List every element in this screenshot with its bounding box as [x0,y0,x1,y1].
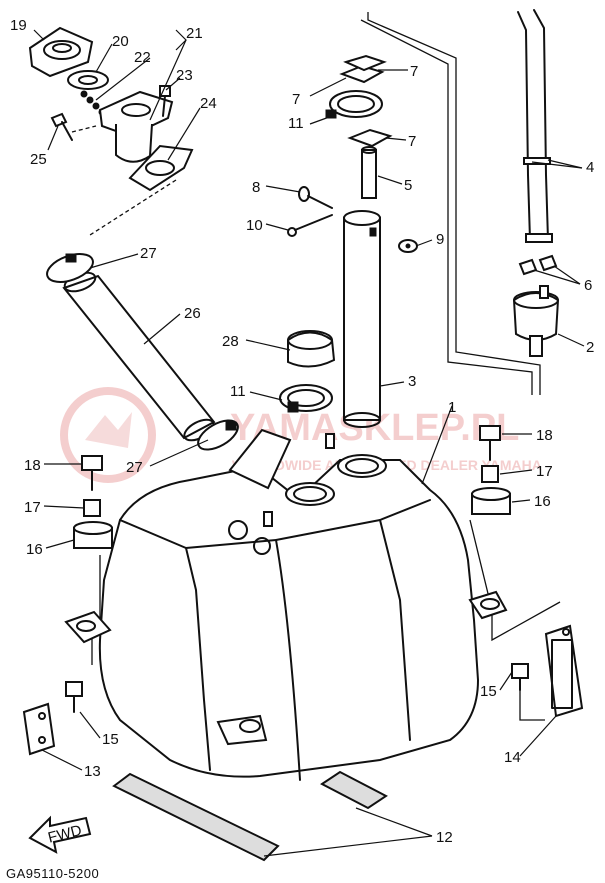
part-10-pin [287,214,333,237]
callout-7a: 7 [410,63,418,80]
callout-2: 2 [586,339,594,356]
part-16-damper-right [471,487,511,515]
part-25-screw [50,112,73,141]
part-12-pads [112,770,388,862]
callout-5: 5 [404,177,412,194]
part-11-clamp-mid [279,384,333,413]
callout-27a: 27 [140,245,157,262]
part-16-damper-left [73,521,113,549]
part-3-vent-tube [343,210,381,428]
part-14-bracket [544,624,584,718]
callout-3: 3 [408,373,416,390]
callout-15b: 15 [480,683,497,700]
part-19-fuel-cap [28,26,94,78]
callout-26: 26 [184,305,201,322]
part-6-clips [518,254,558,276]
callout-22: 22 [134,49,151,66]
callout-11b: 11 [230,383,246,400]
watermark-logo-mark [85,412,132,448]
part-27-hose-clamp-top [46,253,94,283]
callout-8: 8 [252,179,260,196]
callout-17a: 17 [536,463,553,480]
callout-15a: 15 [102,731,119,748]
part-4-fuel-lines [517,9,553,243]
part-18-bolt-left [81,455,103,491]
part-13-bracket [22,702,56,756]
callout-21: 21 [186,25,203,42]
callout-1: 1 [448,399,456,416]
callout-11a: 11 [288,115,304,132]
callout-28: 28 [222,333,239,350]
callout-14: 14 [504,749,521,766]
callout-27b: 27 [126,459,143,476]
part-9-washer [398,239,418,253]
part-15-bolt-left [65,681,83,713]
part-28-plug [287,330,336,368]
callout-19: 19 [10,17,27,34]
part-17-collar-right [481,465,499,483]
callout-6: 6 [584,277,592,294]
part-5-pipe [361,146,377,199]
diagram-code: GA95110-5200 [6,866,99,881]
part-20-gasket [67,70,109,90]
callouts: 19 20 21 22 23 24 25 7 7 11 7 5 8 10 9 4… [10,17,594,846]
callout-9: 9 [436,231,444,248]
callout-23: 23 [176,67,193,84]
callout-10: 10 [246,217,263,234]
part-26-filler-hose [62,271,216,442]
watermark-logo-icon [60,387,156,483]
part-18-bolt-right [479,425,501,461]
part-17-collar-left [83,499,101,517]
callout-12: 12 [436,829,453,846]
callout-18b: 18 [24,457,41,474]
part-2-fuel-filter [512,285,560,357]
callout-7b: 7 [292,91,300,108]
callout-16b: 16 [26,541,43,558]
fwd-arrow-icon: FWD [28,815,92,854]
part-11-clamp-top [325,90,383,119]
callout-18a: 18 [536,427,553,444]
callout-25: 25 [30,151,47,168]
part-27-hose-clamp-bottom [197,419,239,451]
callout-7c: 7 [408,133,416,150]
callout-20: 20 [112,33,129,50]
part-7-clips [339,54,393,148]
part-24-gasket [128,144,194,192]
callout-13: 13 [84,763,101,780]
callout-4: 4 [586,159,594,176]
leader-lines [33,29,585,857]
callout-17b: 17 [24,499,41,516]
part-8-bolt [298,186,333,209]
callout-24: 24 [200,95,217,112]
part-15-bolt-right [511,663,529,691]
part-1-fuel-tank [64,428,508,781]
callout-16a: 16 [534,493,551,510]
